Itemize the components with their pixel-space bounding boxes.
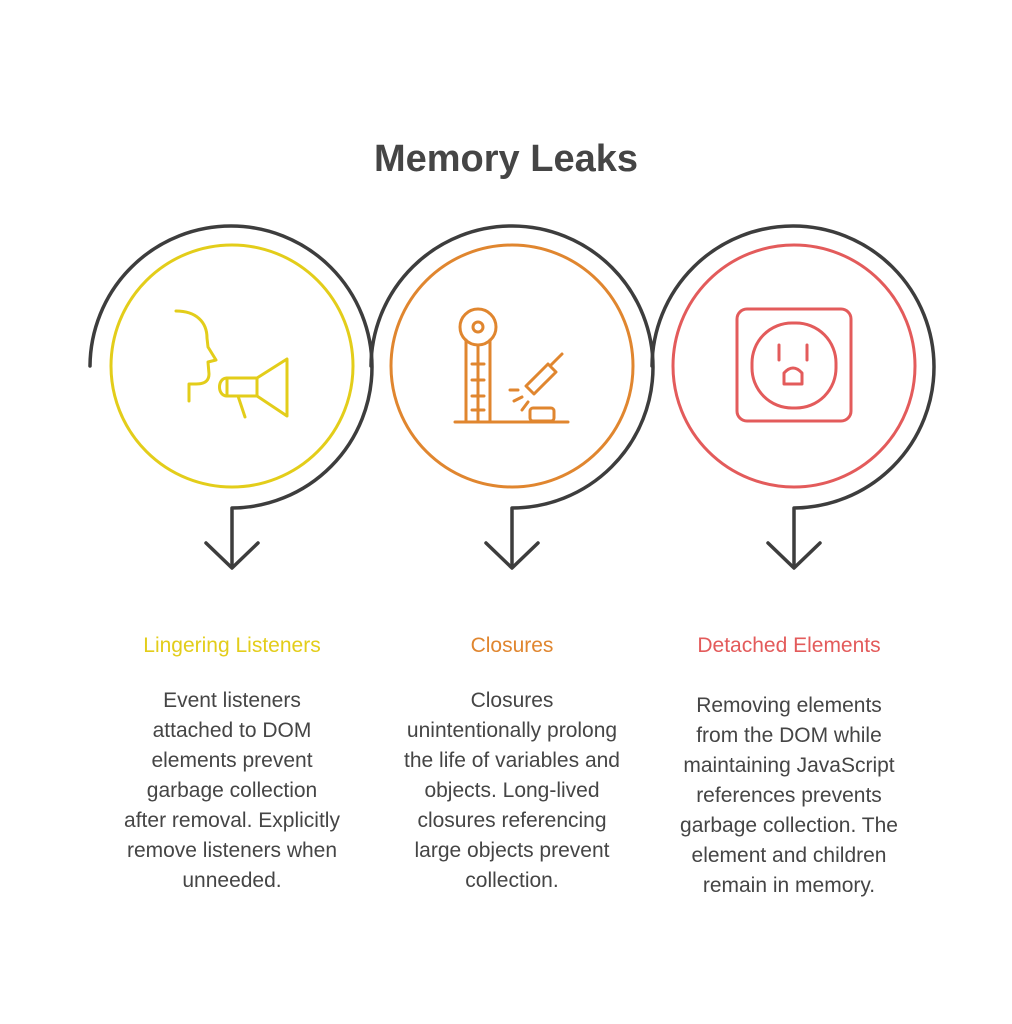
megaphone-speaking-icon xyxy=(174,309,289,419)
column-detached-elements: Detached Elements Removing elements from… xyxy=(674,634,904,901)
circle-detached-elements xyxy=(671,243,917,489)
column-closures: Closures Closures unintentionally prolon… xyxy=(397,634,627,896)
arc-arrow-3 xyxy=(650,224,936,570)
arc-arrow-1 xyxy=(88,224,374,570)
strength-tester-icon xyxy=(453,307,570,424)
page-title: Memory Leaks xyxy=(373,138,638,180)
arc-arrow-2 xyxy=(369,224,655,570)
power-outlet-icon xyxy=(735,307,853,423)
column-title: Lingering Listeners xyxy=(143,634,321,657)
column-description: Closures unintentionally prolong the lif… xyxy=(404,689,620,892)
column-lingering-listeners: Lingering Listeners Event listeners atta… xyxy=(117,634,347,896)
column-title: Closures xyxy=(470,634,554,657)
circle-closures xyxy=(389,243,635,489)
column-title: Detached Elements xyxy=(697,634,881,657)
column-description: Removing elements from the DOM while mai… xyxy=(680,694,898,897)
circle-lingering-listeners xyxy=(109,243,355,489)
column-description: Event listeners attached to DOM elements… xyxy=(124,689,340,892)
